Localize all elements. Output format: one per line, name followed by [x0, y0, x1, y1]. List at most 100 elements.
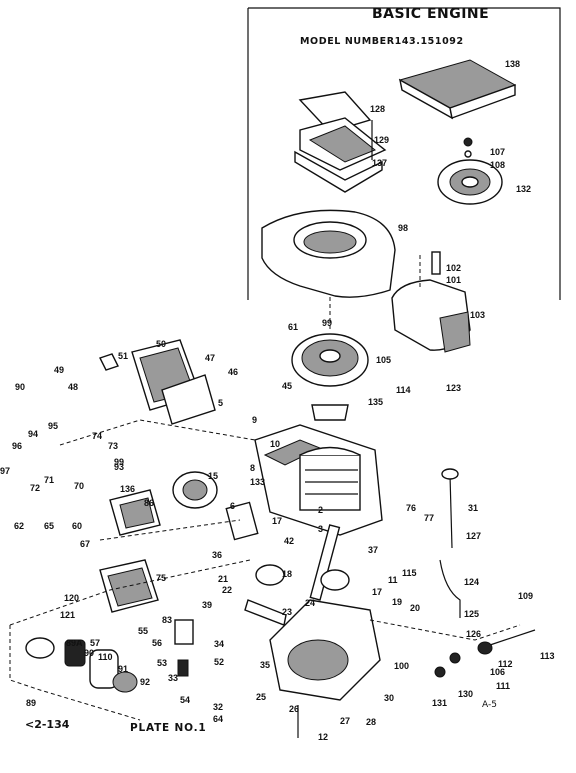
callout-8: 8 — [250, 463, 255, 473]
callout-109: 109 — [518, 591, 533, 601]
callout-96: 96 — [12, 441, 22, 451]
callout-42: 42 — [284, 536, 294, 546]
part-11-crankshaft — [309, 524, 350, 601]
part-47-valve-cover — [131, 339, 216, 425]
callout-27: 27 — [340, 716, 350, 726]
callout-99: 99 — [114, 457, 124, 467]
callout-77: 77 — [424, 513, 434, 523]
callout-45: 45 — [282, 381, 292, 391]
callout-90: 90 — [15, 382, 25, 392]
part-132-gear — [437, 159, 503, 205]
callout-71: 71 — [44, 475, 54, 485]
callout-55: 55 — [138, 626, 148, 636]
callout-89: 89 — [26, 698, 36, 708]
callout-120: 120 — [64, 593, 79, 603]
callout-126: 126 — [466, 629, 481, 639]
plate-number: PLATE NO.1 — [130, 722, 207, 734]
callout-52: 52 — [214, 657, 224, 667]
callout-76: 76 — [406, 503, 416, 513]
callout-33: 33 — [168, 673, 178, 683]
callout-6: 6 — [230, 501, 235, 511]
callout-74: 74 — [92, 431, 102, 441]
callout-83: 83 — [162, 615, 172, 625]
callout-57: 57 — [90, 638, 100, 648]
callout-54: 54 — [180, 695, 190, 705]
callout-132: 132 — [516, 184, 531, 194]
callout-28: 28 — [366, 717, 376, 727]
callout-36: 36 — [212, 550, 222, 560]
callout-123: 123 — [446, 383, 461, 393]
callout-90: 90 — [84, 648, 94, 658]
callout-99: 99 — [322, 318, 332, 328]
callout-121: 121 — [60, 610, 75, 620]
callout-135: 135 — [368, 397, 383, 407]
part-138-filter — [398, 59, 517, 120]
part-128-cover — [294, 91, 387, 193]
callout-105: 105 — [376, 355, 391, 365]
callout-46: 46 — [228, 367, 238, 377]
callout-60: 60 — [72, 521, 82, 531]
callout-39: 39 — [202, 600, 212, 610]
callout-24: 24 — [305, 598, 315, 608]
callout-49: 49 — [54, 365, 64, 375]
diagram-title: BASIC ENGINE — [372, 6, 490, 22]
callout-133: 133 — [250, 477, 265, 487]
callout-111: 111 — [496, 681, 510, 691]
callout-114: 114 — [396, 385, 411, 395]
part-98-blower-housing — [261, 209, 396, 298]
callout-31: 31 — [468, 503, 478, 513]
callout-138: 138 — [505, 59, 520, 69]
callout-20: 20 — [410, 603, 420, 613]
callout-73: 73 — [108, 441, 118, 451]
callout-75: 75 — [156, 573, 166, 583]
callout-100: 100 — [394, 661, 409, 671]
callout-92: 92 — [140, 677, 150, 687]
callout-26: 26 — [289, 704, 299, 714]
callout-101: 101 — [446, 275, 461, 285]
part-135-flywheel — [291, 333, 369, 421]
callout-113: 113 — [540, 651, 555, 661]
callout-129: 129 — [374, 135, 389, 145]
callout-112: 112 — [498, 659, 513, 669]
callout-30: 30 — [384, 693, 394, 703]
callout-11: 11 — [388, 575, 398, 585]
engine-block — [254, 424, 383, 536]
callout-62: 62 — [14, 521, 24, 531]
callout-53: 53 — [157, 658, 167, 668]
callout-10: 10 — [270, 439, 280, 449]
callout-48: 48 — [68, 382, 78, 392]
callout-98: 98 — [398, 223, 408, 233]
part-89-filter-element — [25, 637, 138, 693]
callout-136: 136 — [120, 484, 135, 494]
callout-18: 18 — [282, 569, 292, 579]
callout-91: 91 — [118, 664, 128, 674]
callout-61: 61 — [288, 322, 298, 332]
callout-47: 47 — [205, 353, 215, 363]
part-25-crankcase-base — [269, 599, 381, 701]
callout-64: 64 — [213, 714, 223, 724]
callout-5: 5 — [218, 398, 223, 408]
callout-65: 65 — [44, 521, 54, 531]
callout-56: 56 — [152, 638, 162, 648]
callout-17: 17 — [272, 516, 282, 526]
callout-115: 115 — [402, 568, 417, 578]
callout-72: 72 — [30, 483, 40, 493]
callout-9: 9 — [252, 415, 257, 425]
callout-95: 95 — [48, 421, 58, 431]
callout-12: 12 — [318, 732, 328, 742]
part-15-carburetor — [109, 471, 218, 536]
arrow-reference: <2-134 — [25, 718, 70, 731]
callout-127: 127 — [466, 531, 481, 541]
callout-21: 21 — [218, 574, 228, 584]
callout-34: 34 — [214, 639, 224, 649]
callout-131: 131 — [432, 698, 447, 708]
callout-3: 3 — [318, 524, 323, 534]
callout-89A: 89A — [66, 638, 83, 648]
callout-25: 25 — [256, 692, 266, 702]
callout-17: 17 — [372, 587, 382, 597]
callout-97: 97 — [0, 466, 10, 476]
callout-2: 2 — [318, 505, 323, 515]
